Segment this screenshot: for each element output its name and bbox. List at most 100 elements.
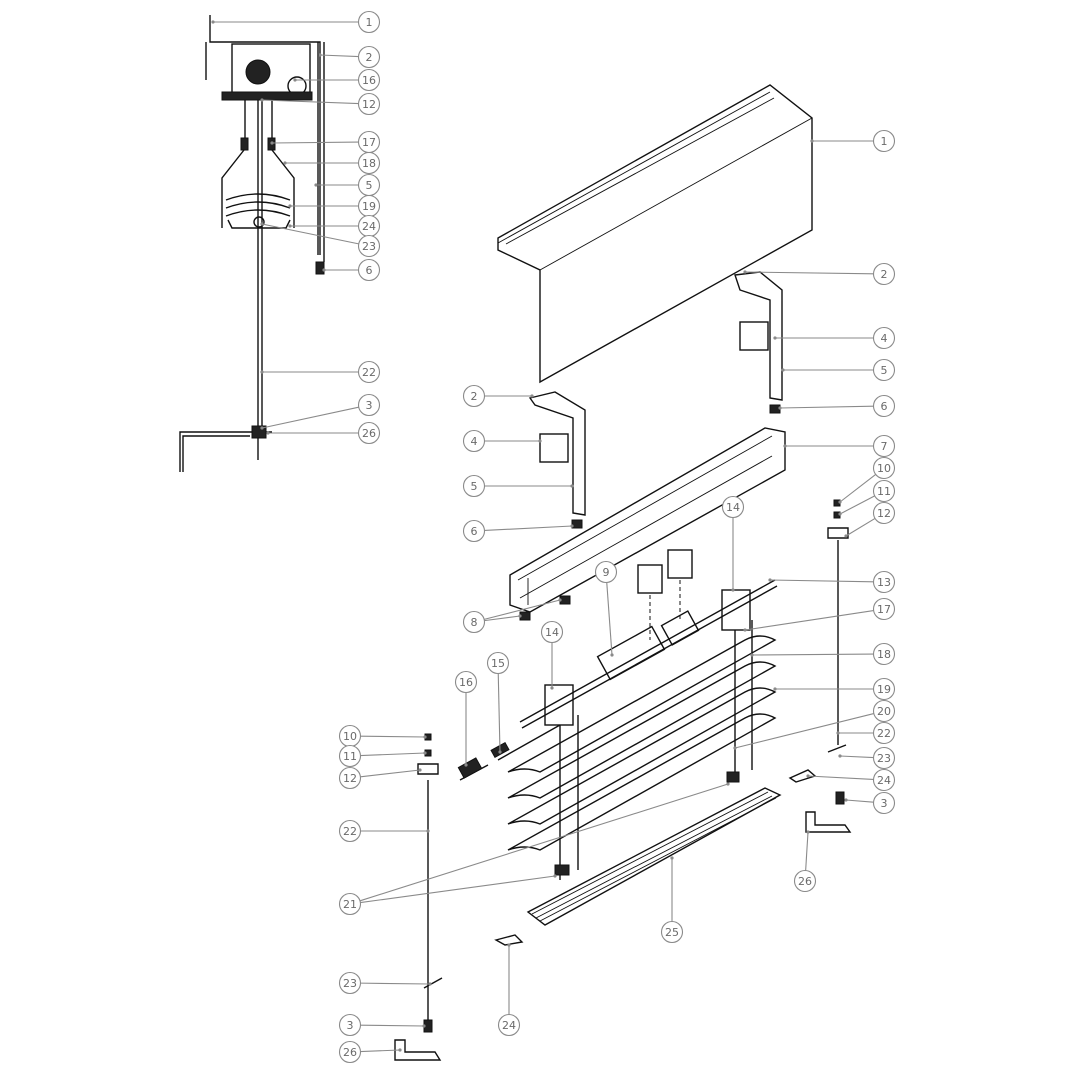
callout-number: 26	[343, 1046, 357, 1059]
callout-14: 14	[540, 620, 564, 690]
leader-line	[839, 755, 874, 759]
ladder-cords	[554, 620, 753, 880]
callout-bubble	[793, 869, 817, 893]
callout-number: 11	[877, 485, 891, 498]
leader-arrow	[428, 982, 432, 986]
leader-arrow	[266, 431, 270, 435]
leader-line	[606, 582, 613, 656]
leader-line	[484, 615, 521, 622]
leader-line	[261, 223, 359, 245]
callout-number: 8	[471, 616, 478, 629]
callout-number: 5	[471, 480, 478, 493]
callout-26: 26	[793, 830, 817, 893]
callout-number: 2	[366, 51, 373, 64]
leader-arrow	[773, 336, 777, 340]
callout-bubble	[872, 456, 896, 480]
callout-number: 25	[665, 926, 679, 939]
callout-9: 9	[594, 560, 618, 657]
callout-bubble	[872, 434, 896, 458]
leader-arrow	[773, 687, 777, 691]
callout-bubble	[357, 45, 381, 69]
callout-number: 6	[471, 525, 478, 538]
callout-bubble	[872, 677, 896, 701]
leader-arrow	[398, 1048, 402, 1052]
leader-arrow	[670, 856, 674, 860]
callout-22: 22	[338, 819, 430, 843]
leader-arrow	[781, 368, 785, 372]
leader-line	[360, 769, 421, 778]
callout-bubble	[462, 519, 486, 543]
callout-10: 10	[338, 724, 427, 748]
leader-arrow	[498, 750, 502, 754]
leader-line	[360, 1024, 425, 1027]
callout-bubble	[357, 10, 381, 34]
callout-1: 1	[810, 129, 896, 153]
callout-bubble	[338, 819, 362, 843]
callout-number: 10	[343, 730, 357, 743]
callout-bubble	[454, 670, 478, 694]
callout-3: 3	[338, 1013, 426, 1037]
callout-number: 9	[603, 566, 610, 579]
callout-2: 2	[318, 45, 381, 69]
leader-line	[845, 517, 876, 537]
callout-number: 26	[798, 875, 812, 888]
leader-line	[839, 473, 877, 503]
leader-arrow	[260, 222, 264, 226]
cross-section-view	[179, 15, 325, 472]
callout-bubble	[872, 768, 896, 792]
leader-arrow	[283, 161, 287, 165]
callout-6: 6	[462, 519, 574, 543]
callout-22: 22	[836, 721, 896, 745]
callout-number: 10	[877, 462, 891, 475]
callout-number: 22	[362, 366, 376, 379]
callout-bubble	[872, 699, 896, 723]
leader-line	[360, 982, 431, 985]
callout-18: 18	[750, 642, 896, 666]
callout-number: 12	[362, 98, 376, 111]
callout-bubble	[872, 597, 896, 621]
callout-26: 26	[338, 1040, 402, 1064]
leader-arrow	[538, 439, 542, 443]
leader-line	[497, 673, 501, 753]
leader-arrow	[750, 653, 754, 657]
leader-arrow	[558, 598, 562, 602]
callout-11: 11	[338, 744, 427, 768]
leader-line	[484, 599, 561, 620]
leader-line	[360, 735, 426, 738]
leader-arrow	[806, 774, 810, 778]
leader-arrow	[314, 183, 318, 187]
callout-18: 18	[283, 151, 381, 175]
callout-bubble	[338, 1013, 362, 1037]
slats	[507, 635, 777, 851]
callout-number: 18	[877, 648, 891, 661]
callout-number: 12	[877, 507, 891, 520]
leader-arrow	[322, 268, 326, 272]
callout-bubble	[357, 234, 381, 258]
callout-bubble	[357, 258, 381, 282]
callout-14: 14	[721, 495, 745, 592]
head-rail	[509, 427, 786, 613]
leader-line	[359, 783, 729, 902]
callout-number: 21	[343, 898, 357, 911]
callout-3: 3	[260, 393, 381, 430]
leader-arrow	[836, 731, 840, 735]
leader-arrow	[422, 1024, 426, 1028]
callout-number: 16	[459, 676, 473, 689]
callout-24: 24	[806, 768, 896, 792]
callout-number: 5	[881, 364, 888, 377]
callout-19: 19	[288, 194, 381, 218]
leader-arrow	[464, 763, 468, 767]
leader-arrow	[768, 578, 772, 582]
callout-23: 23	[338, 971, 432, 995]
leader-arrow	[570, 524, 574, 528]
callout-number: 24	[502, 1019, 516, 1032]
leader-arrow	[211, 20, 215, 24]
callout-21: 21	[338, 782, 730, 916]
callout-24: 24	[288, 214, 381, 238]
leader-arrow	[260, 98, 264, 102]
callout-number: 1	[366, 16, 373, 29]
callout-16: 16	[293, 68, 381, 92]
callout-number: 1	[881, 135, 888, 148]
callout-5: 5	[462, 474, 574, 498]
mounting-bracket-left	[528, 391, 586, 529]
